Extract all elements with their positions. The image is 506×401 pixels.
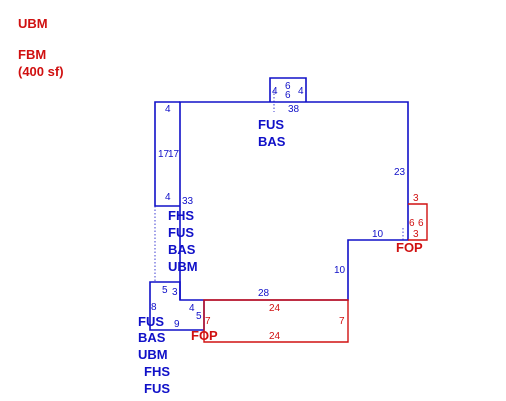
dim-small-inner: 3 (172, 287, 178, 298)
bottom-code-3: UBM (138, 347, 168, 362)
left-wing-outline (154, 101, 180, 207)
dim-top-bump-mid-b: 6 (285, 90, 291, 101)
mid-code-2: FUS (168, 225, 194, 240)
bottom-code-1: FUS (138, 314, 164, 329)
dim-top-bump-left: 4 (272, 86, 278, 97)
mid-code-4: UBM (168, 259, 198, 274)
dim-left-side-a: 17 (158, 149, 170, 160)
dim-porch-bottom: 24 (269, 331, 281, 342)
dim-step-top: 10 (372, 229, 384, 240)
legend-ubm: UBM (18, 16, 48, 31)
dim-top-bump-mid-a: 6 (285, 81, 291, 92)
top-code-1: FUS (258, 117, 284, 132)
legend-fbm: FBM (18, 47, 46, 62)
dim-porch2-bottom: 3 (413, 229, 419, 240)
bottom-code-5: FUS (144, 381, 170, 396)
mid-code-1: FHS (168, 208, 194, 223)
dim-porch-top: 24 (269, 303, 281, 314)
bottom-porch-outline (203, 299, 349, 343)
dim-porch2-b: 6 (418, 218, 424, 229)
fop-bottom-label: FOP (191, 328, 218, 343)
dim-small-left: 8 (151, 302, 157, 313)
dim-small-top: 5 (162, 285, 168, 296)
legend-area: (400 sf) (18, 64, 64, 79)
dim-porch-left: 7 (205, 316, 211, 327)
dim-bottom-width: 28 (258, 288, 270, 299)
dim-porch2-top: 3 (413, 193, 419, 204)
dim-small-right-a: 4 (189, 303, 195, 314)
dim-top-width: 38 (288, 104, 300, 115)
dim-top-bump-right: 4 (298, 86, 304, 97)
dim-left-inner: 33 (182, 196, 194, 207)
dim-step-side: 10 (334, 265, 346, 276)
dim-small-bottom: 9 (174, 319, 180, 330)
fop-right-label: FOP (396, 240, 423, 255)
bottom-code-2: BAS (138, 330, 166, 345)
top-code-2: BAS (258, 134, 286, 149)
main-building-outline (179, 101, 409, 301)
dim-right-side: 23 (394, 167, 406, 178)
dim-porch2-a: 6 (409, 218, 415, 229)
dim-porch-right: 7 (339, 316, 345, 327)
right-porch-outline (408, 203, 428, 241)
dim-left-side-b: 17 (168, 149, 180, 160)
top-bump-outline (269, 77, 307, 102)
mid-code-3: BAS (168, 242, 196, 257)
dim-left-bottom: 4 (165, 192, 171, 203)
dim-left-top: 4 (165, 104, 171, 115)
dim-small-right-b: 5 (196, 311, 202, 322)
bottom-code-4: FHS (144, 364, 170, 379)
